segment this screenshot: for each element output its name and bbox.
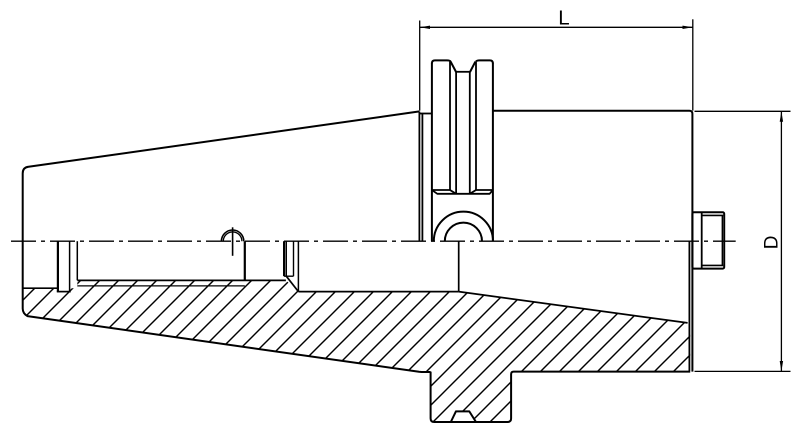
svg-text:L: L <box>558 7 569 30</box>
svg-text:D: D <box>762 236 783 250</box>
